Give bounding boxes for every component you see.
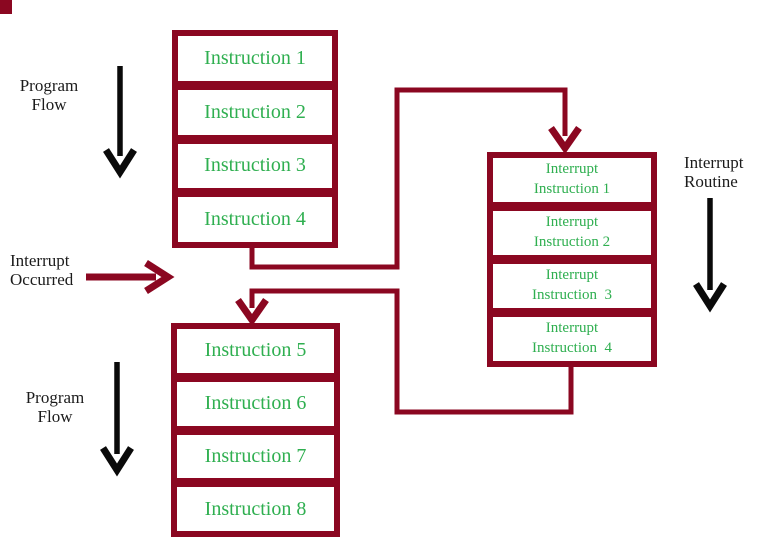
interrupt-occurred-arrow-icon: [86, 260, 175, 294]
interrupt-cell-line2: Instruction 2: [533, 234, 611, 250]
interrupt-instruction-cell: Interrupt Instruction 2: [493, 211, 651, 255]
instruction-cell: Instruction 2: [178, 89, 332, 135]
instruction-box-1-4: Instruction 1 Instruction 2 Instruction …: [172, 30, 338, 248]
interrupt-occurred-label: Interrupt Occurred: [10, 251, 73, 289]
interrupt-routine-label: Interrupt Routine: [684, 153, 743, 191]
return-from-interrupt-path: [235, 288, 574, 415]
interrupt-cell-line2: Instruction 3: [532, 287, 612, 303]
label-line: Flow: [37, 407, 73, 426]
interrupt-routine-down-arrow-icon: [693, 198, 727, 313]
interrupt-instruction-cell: Interrupt Instruction 1: [493, 158, 651, 202]
program-flow-label-top: Program Flow: [8, 76, 90, 114]
return-from-interrupt-arrowhead-icon: [235, 297, 269, 327]
program-flow-down-arrow-top-icon: [103, 66, 137, 179]
interrupt-cell-line2: Instruction 4: [532, 340, 612, 356]
instruction-cell: Instruction 6: [177, 381, 334, 426]
interrupt-instruction-cell: Interrupt Instruction 3: [493, 264, 651, 308]
jump-to-interrupt-path: [249, 87, 582, 270]
instruction-cell: Instruction 7: [177, 434, 334, 479]
corner-crop-mark: [0, 0, 12, 14]
label-line: Program: [25, 388, 85, 407]
jump-to-interrupt-arrowhead-icon: [548, 125, 582, 155]
program-flow-down-arrow-bottom-icon: [100, 362, 134, 477]
interrupt-cell-line1: Interrupt: [545, 161, 599, 178]
interrupt-routine-box: Interrupt Instruction 1 Interrupt Instru…: [487, 152, 657, 367]
program-flow-label-bottom: Program Flow: [14, 388, 96, 426]
label-line: Routine: [684, 172, 738, 191]
instruction-cell: Instruction 5: [177, 329, 334, 373]
interrupt-cell-line1: Interrupt: [545, 320, 599, 337]
interrupt-cell-line2: Instruction 1: [533, 181, 611, 197]
interrupt-cell-line1: Interrupt: [545, 214, 599, 231]
label-line: Flow: [31, 95, 67, 114]
interrupt-cell-line1: Interrupt: [545, 267, 599, 284]
instruction-cell: Instruction 1: [178, 36, 332, 81]
instruction-box-5-8: Instruction 5 Instruction 6 Instruction …: [171, 323, 340, 537]
label-line: Interrupt: [10, 251, 70, 270]
interrupt-instruction-cell: Interrupt Instruction 4: [493, 317, 651, 361]
instruction-cell: Instruction 8: [177, 487, 334, 531]
label-line: Occurred: [10, 270, 74, 289]
instruction-cell: Instruction 3: [178, 143, 332, 189]
label-line: Interrupt: [684, 153, 744, 172]
label-line: Program: [19, 76, 79, 95]
instruction-cell: Instruction 4: [178, 197, 332, 242]
